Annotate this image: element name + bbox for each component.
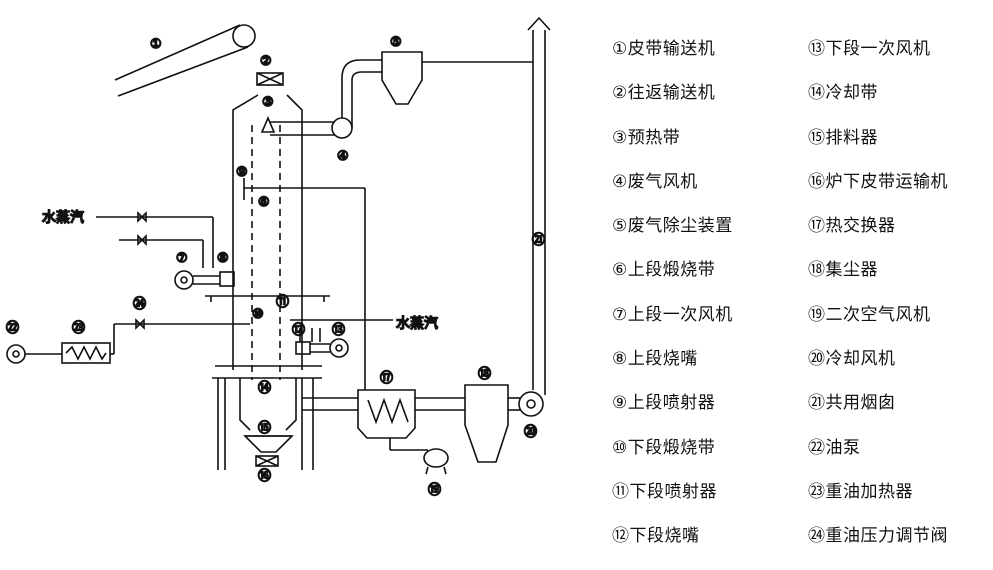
legend-item: ㉑共用烟囱	[808, 393, 896, 414]
callout-1: ①	[150, 37, 162, 52]
lower-steam-line	[290, 319, 393, 358]
exhaust-dust-collector	[381, 51, 423, 105]
legend-item: ⑨上段喷射器	[612, 393, 716, 414]
callout-13: ⑬	[332, 323, 345, 338]
legend-item: ⑱集尘器	[808, 260, 878, 281]
callout-14: ⑭	[258, 381, 271, 396]
lower-injector	[205, 295, 330, 302]
legend-item: ⑩下段煅烧带	[612, 437, 716, 458]
secondary-air-fan	[423, 448, 449, 475]
cooling-zone	[239, 378, 297, 467]
legend-item: ⑥上段煅烧带	[612, 260, 716, 281]
exhaust-duct	[270, 59, 382, 139]
cooling-fan	[518, 391, 544, 417]
legend-item: ①皮带输送机	[612, 39, 716, 59]
callout-15: ⑮	[258, 421, 271, 436]
legend-item: ⑫下段烧嘴	[612, 526, 700, 547]
legend-column-right: ⑬下段一次风机 ⑭冷却带 ⑮排料器 ⑯炉下皮带运输机 ⑰热交换器 ⑱集尘器 ⑲二…	[808, 34, 993, 566]
steam-label-lower: 水蒸汽	[396, 316, 438, 332]
legend-item: ⑮排料器	[808, 127, 878, 148]
legend-item: ⑭冷却带	[808, 83, 878, 104]
callout-5: ⑤	[390, 35, 402, 50]
legend-item: ⑲二次空气风机	[808, 304, 931, 325]
callout-22: ㉒	[6, 321, 19, 336]
legend-item: ⑳冷却风机	[808, 349, 896, 370]
upper-steam-line	[96, 211, 214, 268]
heat-exchanger	[357, 389, 465, 451]
upper-primary-fan	[174, 270, 235, 290]
legend-item: ⑬下段一次风机	[808, 39, 931, 59]
callout-3: ③	[262, 95, 274, 110]
legend-item: ③预热带	[612, 127, 681, 148]
legend-column-left: ①皮带输送机 ②往返输送机 ③预热带 ④废气风机 ⑤废气除尘装置 ⑥上段煅烧带 …	[612, 34, 807, 566]
callout-16: ⑯	[258, 469, 271, 484]
dust-collector	[464, 384, 520, 463]
callout-2: ②	[260, 54, 272, 69]
legend-item: ㉒油泵	[808, 437, 861, 458]
callout-21: ㉑	[532, 233, 545, 248]
cooling-air-duct	[302, 325, 366, 411]
callout-19: ⑲	[428, 483, 441, 498]
legend-item: ⑰热交换器	[808, 216, 896, 237]
shuttle-conveyor	[256, 72, 284, 86]
callout-9: ⑨	[236, 165, 248, 180]
legend-item: ⑯炉下皮带运输机	[808, 171, 948, 192]
kiln-shaft	[212, 94, 322, 470]
heavy-oil-heater	[61, 318, 250, 364]
legend-item: ②往返输送机	[612, 83, 716, 104]
upper-injector	[243, 178, 366, 325]
callout-23: ㉓	[72, 321, 85, 336]
legend-item: ⑪下段喷射器	[612, 481, 717, 502]
callout-4: ④	[337, 149, 349, 164]
legend-item: ㉓重油加热器	[808, 481, 913, 502]
legend-item: ⑧上段烧嘴	[612, 349, 698, 370]
callout-24: ㉔	[133, 297, 146, 312]
callout-12: ⑫	[292, 323, 305, 338]
callout-10: ⑩	[252, 307, 264, 322]
steam-label-upper: 水蒸汽	[42, 210, 84, 226]
callout-17: ⑰	[380, 371, 393, 386]
legend-item: ④废气风机	[612, 171, 698, 192]
callout-20: ⑳	[524, 425, 537, 440]
kiln-process-diagram: ① ② ③ ④ ⑤ ㉑	[5, 16, 551, 499]
belt-conveyor	[114, 24, 256, 97]
legend-item: ⑦上段一次风机	[612, 304, 733, 325]
legend-item: ㉔重油压力调节阀	[808, 526, 948, 547]
common-chimney	[422, 16, 551, 395]
legend-item: ⑤废气除尘装置	[612, 216, 733, 237]
callout-6: ⑥	[258, 195, 270, 210]
oil-pump	[6, 344, 62, 364]
callout-11: ⑪	[276, 295, 289, 310]
callout-7: ⑦	[176, 251, 188, 266]
preheat-cone	[260, 115, 276, 133]
callout-8: ⑧	[217, 251, 229, 266]
callout-18: ⑱	[478, 367, 491, 382]
